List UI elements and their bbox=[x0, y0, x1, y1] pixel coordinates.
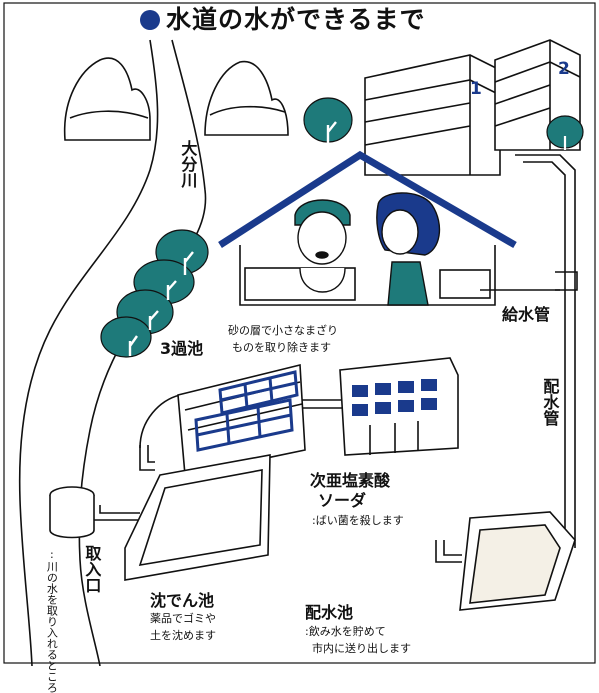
page-title: 水道の水ができるまで bbox=[140, 5, 426, 35]
reservoir-label: 配水池 bbox=[305, 603, 354, 622]
filter-desc-2: ものを取り除きます bbox=[232, 341, 331, 354]
supply-pipe-label: 給水管 bbox=[502, 305, 551, 324]
filter-pool-label: 3過池 bbox=[160, 339, 204, 358]
house bbox=[218, 150, 517, 306]
diagram-canvas: 水道の水ができるまで 大分川 1 2 給水管 配水管 3過池 砂の層で小さなまざ… bbox=[3, 2, 596, 693]
building-number-1: 1 bbox=[470, 79, 482, 99]
chlorine-label-2: ソーダ bbox=[318, 491, 367, 510]
river-label: 大分川 bbox=[178, 140, 198, 188]
building-1 bbox=[364, 54, 501, 176]
building-number-2: 2 bbox=[558, 59, 570, 79]
sediment-desc-2: 土を沈めます bbox=[150, 629, 216, 642]
woman bbox=[376, 192, 441, 306]
river-trees bbox=[100, 229, 209, 358]
filter-desc-1: 砂の層で小さなまざり bbox=[228, 324, 338, 337]
title-bullet-icon bbox=[140, 10, 160, 30]
distribution-pipe-label: 配水管 bbox=[540, 378, 560, 426]
sediment-label: 沈でん池 bbox=[150, 591, 215, 610]
intake-label: 取入口 bbox=[82, 545, 102, 593]
reservoir-desc-1: :飲み水を貯めて bbox=[305, 625, 386, 638]
chlorine-desc: :ばい菌を殺します bbox=[312, 514, 404, 527]
man bbox=[294, 199, 351, 293]
filter-grid bbox=[194, 370, 299, 452]
mountain-right bbox=[204, 60, 289, 136]
sediment-pool bbox=[124, 454, 271, 581]
mountain-left bbox=[63, 57, 151, 141]
reservoir bbox=[459, 511, 576, 611]
reservoir-desc-2: 市内に送り出します bbox=[312, 642, 411, 655]
intake-tank bbox=[49, 486, 95, 539]
sediment-desc-1: 薬品でゴミや bbox=[150, 612, 216, 625]
chlorine-label-1: 次亜塩素酸 bbox=[310, 471, 391, 490]
frame-border bbox=[3, 2, 596, 664]
intake-desc: :川の水を取り入れるところ bbox=[45, 548, 59, 693]
